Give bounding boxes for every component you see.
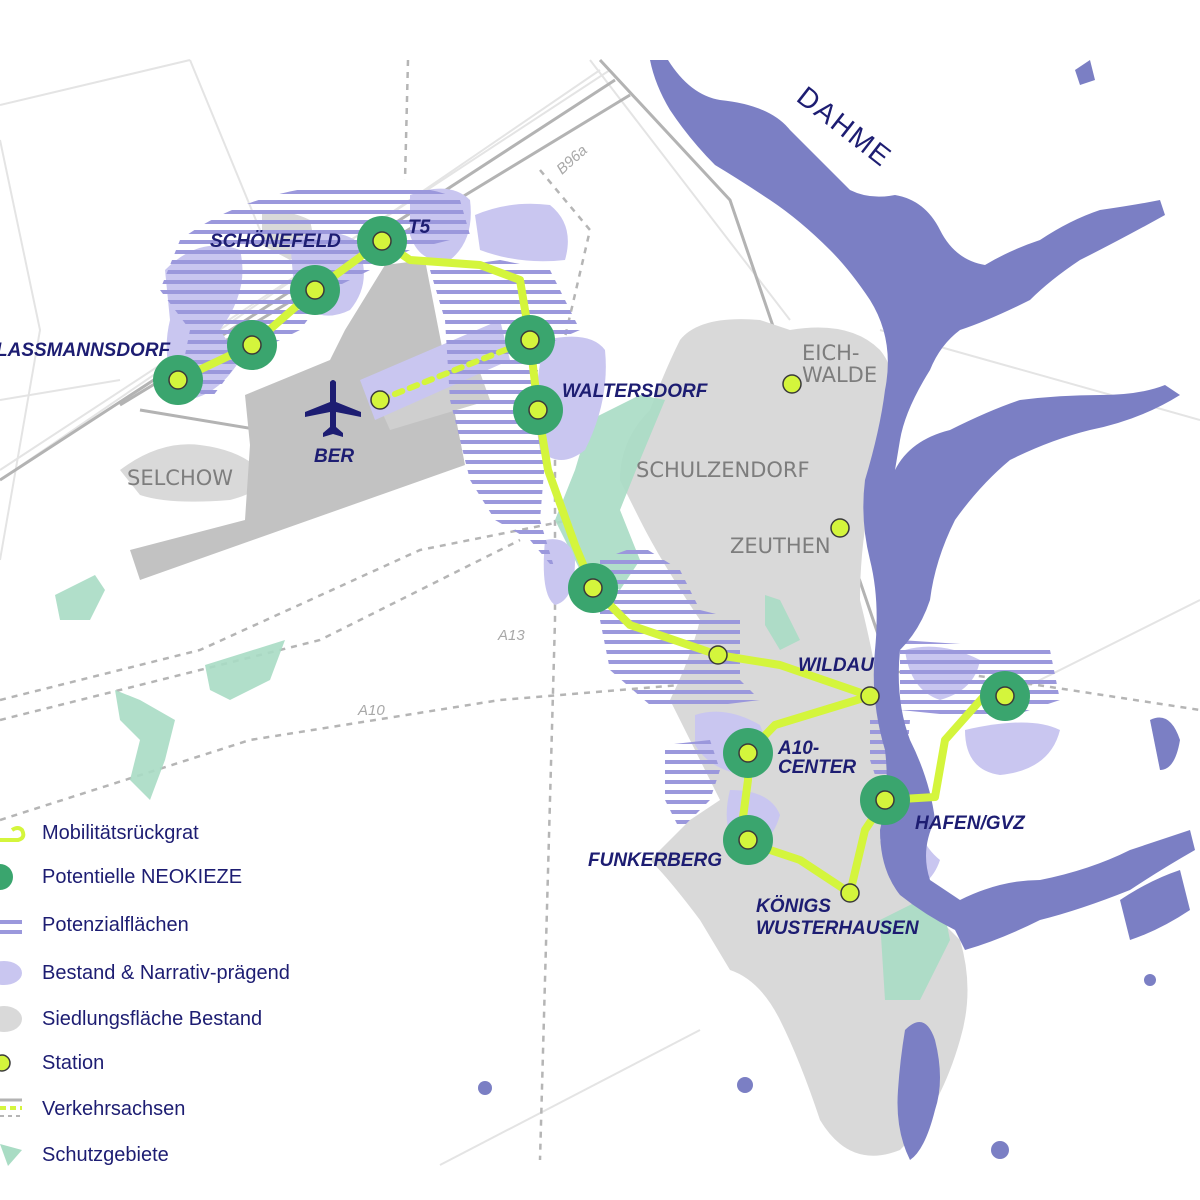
place-label-wildau: WILDAU [798, 655, 875, 676]
legend-label: Potentielle NEOKIEZE [42, 866, 243, 888]
lavender-blob-icon [0, 961, 22, 985]
legend-item-traffic: Verkehrsachsen [0, 1088, 400, 1128]
station-dot[interactable] [370, 390, 390, 410]
airplane-icon [305, 380, 361, 437]
place-label-a10-center-1: A10- [777, 738, 819, 759]
legend-item-narrative: Bestand & Narrativ-prägend [0, 952, 400, 992]
station-dot[interactable] [583, 578, 603, 598]
station-dot[interactable] [372, 231, 392, 251]
town-label-eichwalde-2: WALDE [802, 363, 877, 387]
station-dot[interactable] [528, 400, 548, 420]
place-label-waltersdorf: WALTERSDORF [562, 381, 709, 402]
legend-item-station: Station [0, 1042, 400, 1082]
place-label-koenigs-1: KÖNIGS [756, 896, 831, 917]
station-dot[interactable] [995, 686, 1015, 706]
road-label-b96a: B96a [553, 142, 590, 178]
legend-item-backbone: Mobilitätsrückgrat [0, 812, 400, 852]
road-label-a10: A10 [357, 702, 385, 719]
top-margin [0, 0, 1200, 58]
legend-label: Bestand & Narrativ-prägend [42, 962, 290, 984]
legend-item-potential: Potenzialflächen [0, 904, 400, 944]
town-label-selchow: SELCHOW [127, 466, 233, 490]
station-dot-icon [0, 1054, 11, 1072]
station-dot[interactable] [830, 518, 850, 538]
station-group [168, 231, 1015, 903]
grey-blob-icon [0, 1006, 22, 1032]
hatch-icon [0, 914, 22, 936]
town-label-zeuthen: ZEUTHEN [730, 534, 831, 558]
station-dot[interactable] [840, 883, 860, 903]
legend-label: Verkehrsachsen [42, 1098, 186, 1120]
airport-area [130, 260, 465, 580]
backbone-line-icon [0, 826, 26, 842]
legend-label: Siedlungsfläche Bestand [42, 1008, 263, 1030]
legend-item-neokieze: Potentielle NEOKIEZE [0, 856, 400, 896]
traffic-axes-icon [0, 1098, 22, 1117]
place-label-ber: BER [314, 446, 354, 467]
station-dot[interactable] [738, 830, 758, 850]
legend-label: Potenzialflächen [42, 914, 189, 936]
legend-label: Mobilitätsrückgrat [42, 822, 199, 844]
place-label-koenigs-2: WUSTERHAUSEN [756, 918, 920, 939]
station-dot[interactable] [782, 374, 802, 394]
station-dot[interactable] [305, 280, 325, 300]
town-label-schulzendorf: SCHULZENDORF [636, 458, 810, 482]
legend-label: Station [42, 1052, 105, 1074]
map-legend: Mobilitätsrückgrat Potentielle NEOKIEZE … [0, 808, 420, 1178]
station-dot[interactable] [168, 370, 188, 390]
neokiez-circle-icon [0, 864, 13, 890]
town-label-eichwalde-1: EICH- [802, 341, 860, 365]
legend-item-settlement: Siedlungsfläche Bestand [0, 998, 400, 1038]
place-label-funkerberg: FUNKERBERG [588, 850, 722, 871]
place-label-schoenefeld: SCHÖNEFELD [210, 231, 341, 252]
place-label-hafen: HAFEN/GVZ [915, 813, 1026, 834]
place-label-a10-center-2: CENTER [778, 757, 856, 778]
water-bodies [478, 60, 1195, 1160]
station-dot[interactable] [242, 335, 262, 355]
protected-area-icon [0, 1144, 22, 1166]
station-dot[interactable] [520, 330, 540, 350]
station-dot[interactable] [708, 645, 728, 665]
station-dot[interactable] [738, 743, 758, 763]
place-label-t5: T5 [408, 217, 431, 238]
station-dot[interactable] [875, 790, 895, 810]
road-label-a13: A13 [497, 627, 525, 644]
legend-label: Schutzgebiete [42, 1144, 169, 1166]
station-dot[interactable] [860, 686, 880, 706]
place-label-lassmannsdorf: LASSMANNSDORF [0, 340, 172, 361]
legend-item-protected: Schutzgebiete [0, 1134, 400, 1174]
